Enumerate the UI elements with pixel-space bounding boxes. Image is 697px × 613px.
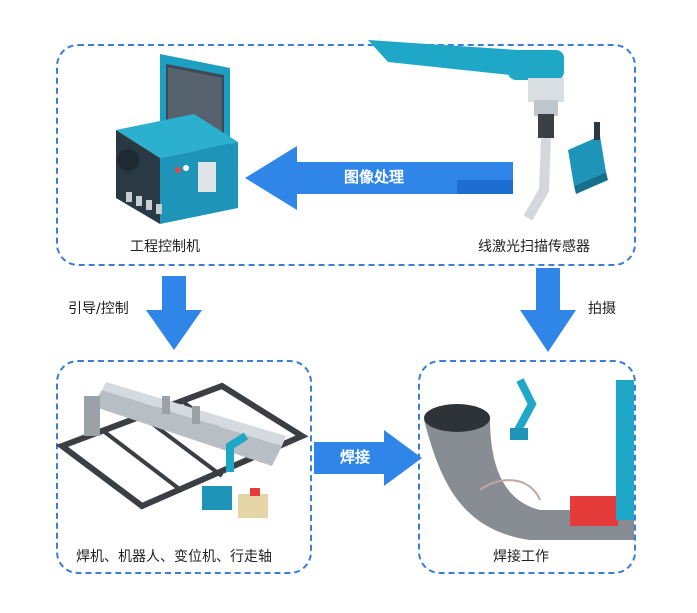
equipment-panel	[56, 360, 312, 574]
robot-arm-sensor-illustration	[368, 40, 608, 221]
guidance-control-label: 引导/控制	[68, 301, 129, 317]
guidance-down-arrow	[146, 276, 202, 350]
welding-line-illustration	[55, 382, 309, 518]
capture-down-arrow	[520, 268, 576, 352]
image-processing-label: 图像处理	[344, 168, 405, 186]
top-panel	[56, 44, 636, 266]
pipe-welding-illustration	[424, 378, 634, 540]
control-computer-illustration	[116, 54, 238, 224]
welding-label: 焊接	[340, 448, 371, 466]
welding-work-panel	[418, 360, 636, 574]
equipment-caption: 焊机、机器人、变位机、行走轴	[76, 549, 272, 565]
welding-arrow	[314, 430, 422, 486]
laser-sensor-caption: 线激光扫描传感器	[478, 239, 590, 255]
image-processing-arrow	[245, 146, 513, 210]
capture-label: 拍摄	[588, 301, 616, 317]
welding-work-caption: 焊接工作	[493, 549, 549, 565]
control-computer-caption: 工程控制机	[130, 239, 200, 255]
